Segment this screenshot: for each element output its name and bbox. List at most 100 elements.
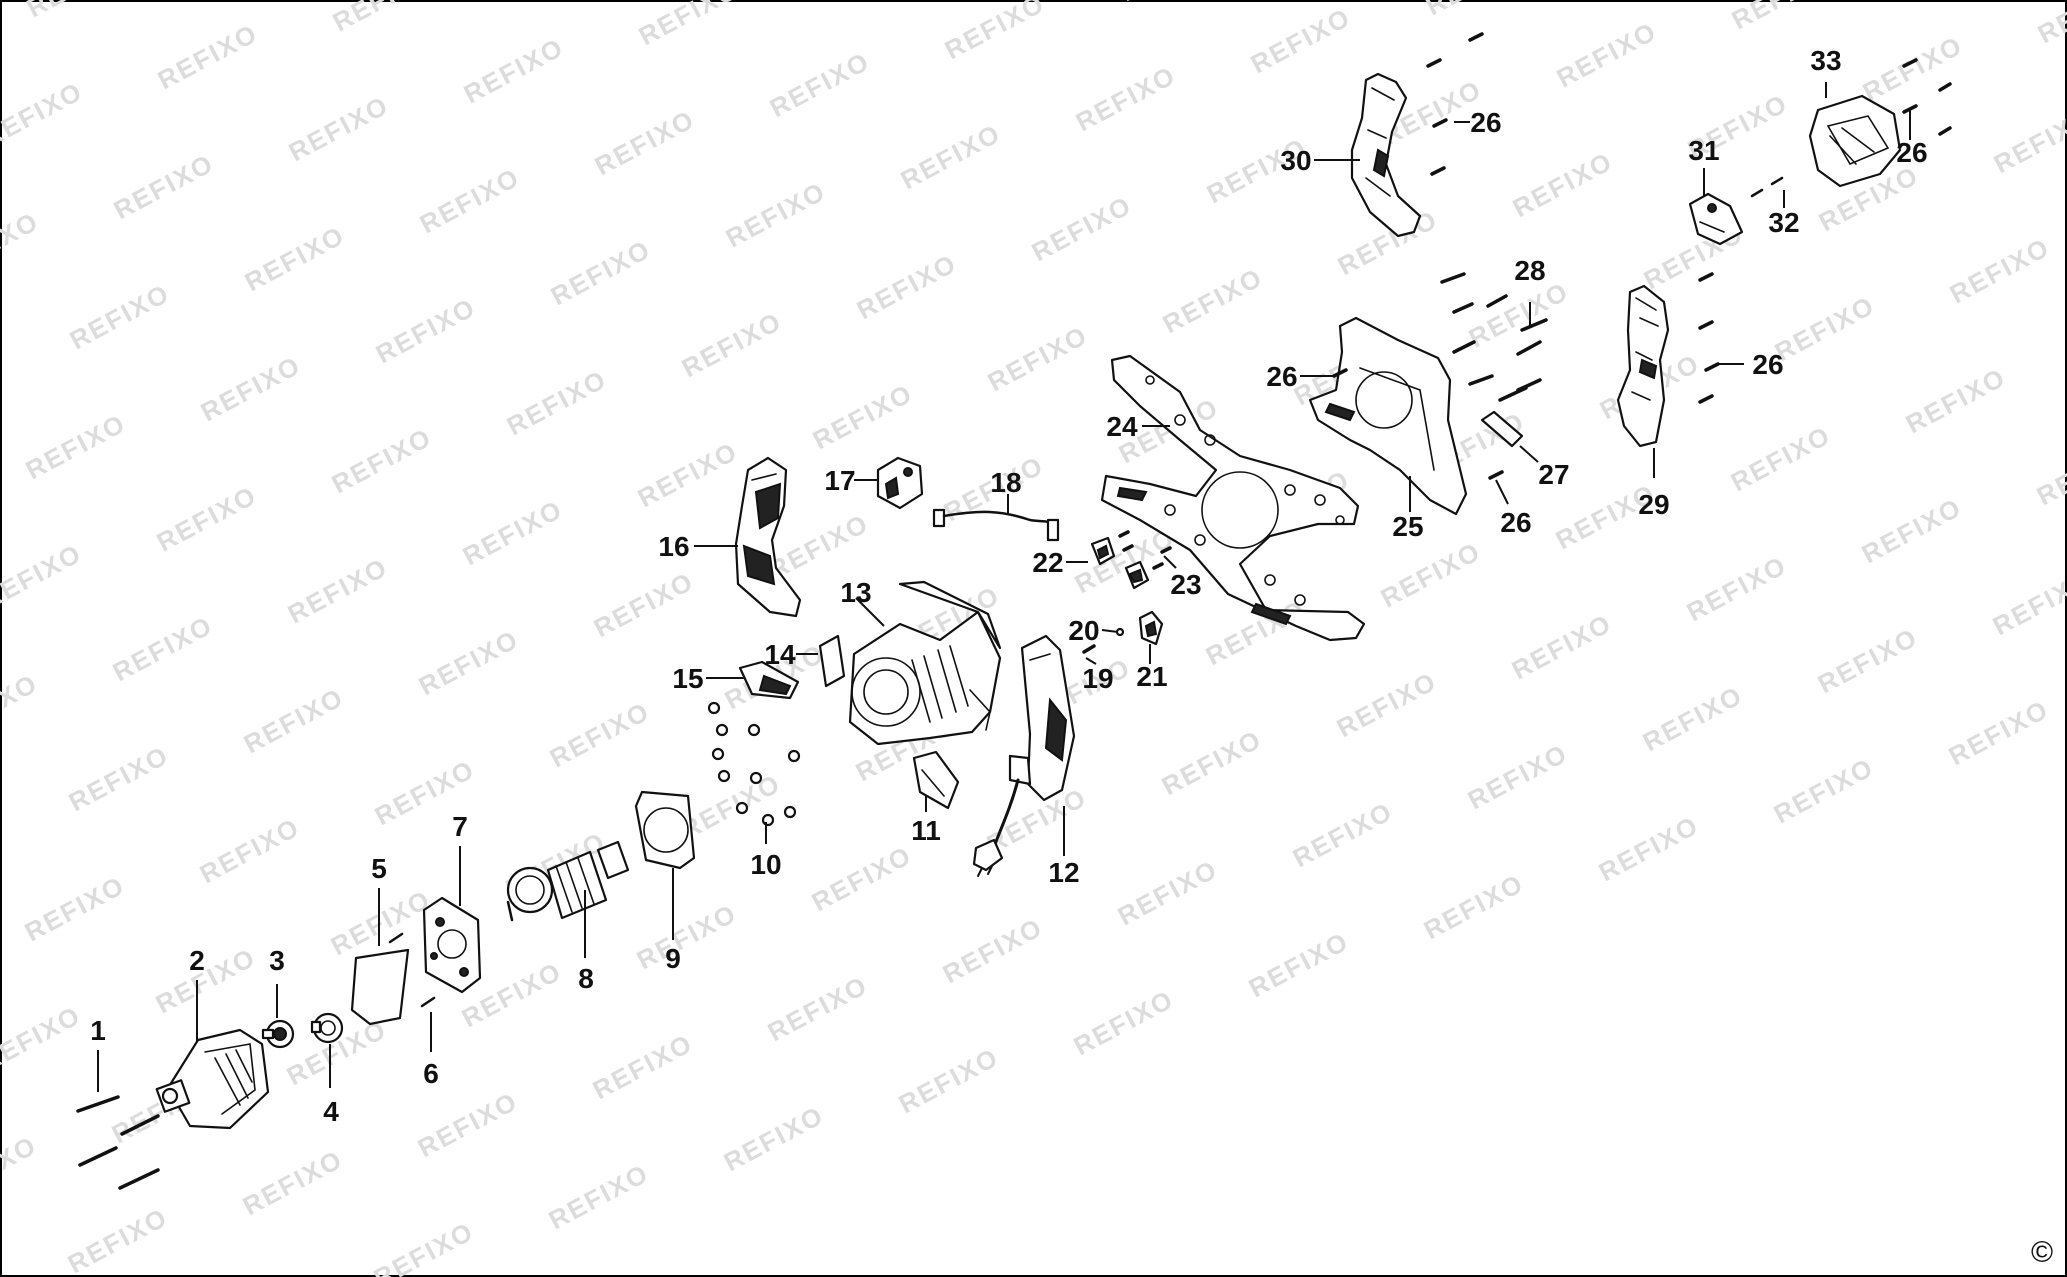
part-29-housing-half [1616, 284, 1670, 448]
watermark-text: REFIXO [238, 1144, 348, 1222]
watermark-text: REFIXO [634, 0, 744, 51]
label-7: 7 [452, 811, 468, 842]
watermark-text: REFIXO [719, 1100, 829, 1178]
watermark-text: REFIXO [0, 206, 44, 284]
label-4: 4 [323, 1096, 339, 1127]
part-3-spindle-gear [261, 1019, 295, 1049]
watermark-text: REFIXO [894, 1042, 1004, 1120]
watermark-text: REFIXO [22, 0, 132, 23]
watermark-text: REFIXO [1419, 868, 1529, 946]
watermark-text: REFIXO [1463, 738, 1573, 816]
label-26e: 26 [1896, 137, 1927, 168]
label-11: 11 [911, 815, 941, 846]
label-12: 12 [1048, 857, 1079, 888]
watermark-text: REFIXO [940, 0, 1050, 65]
label-33: 33 [1810, 45, 1841, 76]
watermark-text: REFIXO [1421, 0, 1531, 21]
watermark-text: REFIXO [414, 624, 524, 702]
watermark-text: REFIXO [763, 970, 873, 1048]
watermark-text: REFIXO [1027, 190, 1137, 268]
watermark-text: REFIXO [63, 1202, 173, 1277]
watermark-text: REFIXO [1988, 564, 2067, 642]
watermark-text: REFIXO [1246, 2, 1356, 80]
watermark-text: REFIXO [1813, 622, 1923, 700]
watermark-text: REFIXO [807, 840, 917, 918]
label-5: 5 [371, 853, 387, 884]
part-14-label [818, 634, 846, 688]
watermark-text: REFIXO [1464, 276, 1574, 354]
part-2-gear-housing [155, 1028, 270, 1130]
part-28-screws [1440, 272, 1548, 402]
watermark-text: REFIXO [21, 408, 131, 486]
part-5-gasket [350, 948, 410, 1026]
watermark-text: REFIXO [765, 46, 875, 124]
watermark-text: REFIXO [369, 1216, 479, 1277]
part-1-pins [76, 1095, 160, 1190]
label-14: 14 [764, 639, 796, 670]
watermark-text: REFIXO [1376, 536, 1486, 614]
label-18: 18 [990, 467, 1021, 498]
label-19: 19 [1082, 663, 1113, 694]
part-15-cover [738, 660, 800, 700]
label-10: 10 [750, 849, 781, 880]
label-29: 29 [1638, 489, 1669, 520]
watermark-text: REFIXO [1069, 984, 1179, 1062]
label-28: 28 [1514, 255, 1545, 286]
label-8: 8 [578, 963, 594, 994]
part-18-wire [932, 508, 1060, 542]
watermark-text: REFIXO [1944, 694, 2054, 772]
watermark-text: REFIXO [2033, 0, 2067, 49]
watermark-text: REFIXO [109, 148, 219, 226]
part-27-label [1480, 410, 1524, 448]
watermark-text: REFIXO [502, 364, 612, 442]
watermark-text: REFIXO [413, 1086, 523, 1164]
label-21: 21 [1136, 661, 1167, 692]
watermark-text: REFIXO [458, 494, 568, 572]
watermark-text: REFIXO [1157, 724, 1267, 802]
part-23-brush-holder [1118, 530, 1172, 590]
watermark-text: REFIXO [195, 812, 305, 890]
watermark-text: REFIXO [983, 320, 1093, 398]
label-9: 9 [665, 943, 681, 974]
watermark-text: REFIXO [1769, 752, 1879, 830]
part-30-handle-half [1350, 72, 1422, 238]
label-26c: 26 [1500, 507, 1531, 538]
watermark-text: REFIXO [632, 898, 742, 976]
watermark-text: REFIXO [0, 76, 88, 154]
part-19-screw [1082, 644, 1096, 654]
label-27: 27 [1538, 459, 1569, 490]
watermark-text: REFIXO [1945, 232, 2055, 310]
watermark-text: REFIXO [1552, 16, 1662, 94]
part-9-baffle [634, 790, 696, 870]
watermark-text: REFIXO [1682, 550, 1792, 628]
part-8-armature [506, 840, 630, 922]
label-23: 23 [1170, 569, 1201, 600]
watermark-text: REFIXO [239, 682, 349, 760]
watermark-text: REFIXO [371, 292, 481, 370]
watermark-text: REFIXO [588, 1028, 698, 1106]
part-31-switch [1688, 192, 1744, 246]
watermark-text: REFIXO [0, 1130, 42, 1208]
watermark-text: REFIXO [459, 32, 569, 110]
watermark-text: REFIXO [1332, 666, 1442, 744]
watermark-text: REFIXO [152, 480, 262, 558]
watermark-text: REFIXO [1594, 810, 1704, 888]
part-22-brush-holder [1090, 536, 1116, 566]
watermark-text: REFIXO [1989, 102, 2067, 180]
watermark-text: REFIXO [589, 566, 699, 644]
watermark-text: REFIXO [64, 740, 174, 818]
watermark-text: REFIXO [153, 18, 263, 96]
label-30: 30 [1280, 145, 1311, 176]
watermark-text: REFIXO [1508, 146, 1618, 224]
label-2: 2 [189, 945, 205, 976]
watermark-text: REFIXO [677, 306, 787, 384]
label-16: 16 [658, 531, 689, 562]
watermark-text: REFIXO [808, 378, 918, 456]
watermark-text: REFIXO [590, 104, 700, 182]
watermark-text: REFIXO [1858, 30, 1968, 108]
watermark-text: REFIXO [1113, 854, 1223, 932]
part-25-motor-support [1308, 316, 1468, 516]
watermark-text: REFIXO [1770, 290, 1880, 368]
